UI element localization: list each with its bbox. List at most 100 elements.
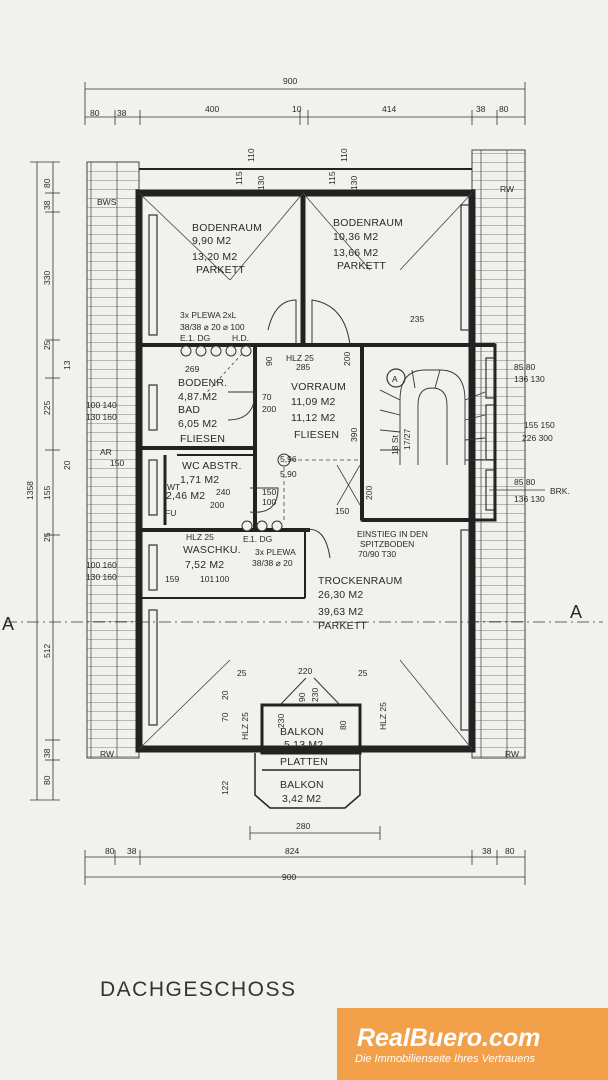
misc-labels: 3x PLEWA 2xL 38/38 ⌀ 20 ⌀ 100 E.1. DG H.… [165, 310, 424, 795]
win-left-2: 130 160 [86, 412, 117, 422]
balcony-outline [254, 703, 362, 809]
win-right-5: 85 80 [514, 477, 536, 487]
svg-text:10,36 M2: 10,36 M2 [333, 231, 378, 243]
room-wc-abstr: WC ABSTR. 1,71 M2 2,46 M2 [166, 460, 242, 502]
misc-240: 240 [216, 487, 230, 497]
misc-150: 150 [335, 506, 349, 516]
label-rw-bottom: RW [505, 749, 519, 759]
misc-e: E. [243, 534, 251, 544]
roof-left [86, 161, 140, 759]
dim-left-80a: 80 [42, 178, 52, 188]
svg-text:FLIESEN: FLIESEN [180, 433, 225, 445]
stair [379, 368, 486, 465]
room-waschku: HLZ 25 WASCHKU. 7,52 M2 [183, 532, 241, 571]
label-rw-top: RW [500, 184, 514, 194]
win-left-1: 100 140 [86, 400, 117, 410]
svg-text:VORRAUM: VORRAUM [291, 381, 346, 393]
svg-text:9,90 M2: 9,90 M2 [192, 235, 231, 247]
room-balkon: BALKON 3,42 M2 [280, 779, 324, 805]
misc-159: 159 [165, 574, 179, 584]
misc-200d: 200 [210, 500, 224, 510]
misc-plewa-dim: 38/38 ⌀ 20 ⌀ 100 [180, 322, 245, 332]
dim-top-38-left: 38 [117, 108, 127, 118]
section-mark-left: A [2, 614, 14, 634]
svg-text:PARKETT: PARKETT [318, 620, 367, 632]
dim-left-13: 13 [62, 360, 72, 370]
misc-25b: 25 [358, 668, 368, 678]
windows-right [460, 204, 495, 731]
svg-text:4,87 M2: 4,87 M2 [178, 391, 217, 403]
dim-top-414: 414 [382, 104, 396, 114]
misc-plewa: 3x PLEWA 2xL [180, 310, 237, 320]
svg-text:PLATTEN: PLATTEN [280, 756, 328, 768]
dim-balcony-280: 280 [296, 821, 310, 831]
misc-70a: 70 [262, 392, 272, 402]
win-right-1: 85 80 [514, 362, 536, 372]
svg-text:26,30 M2: 26,30 M2 [318, 589, 363, 601]
label-einstieg: EINSTIEG IN DEN SPITZBODEN 70/90 T30 [357, 529, 428, 559]
win-right-4: 226 300 [522, 433, 553, 443]
svg-text:WC ABSTR.: WC ABSTR. [182, 460, 242, 472]
misc-70b: 70 [220, 712, 230, 722]
win-left-3: 100 160 [86, 560, 117, 570]
misc-285: 285 [296, 362, 310, 372]
misc-220: 220 [298, 666, 312, 676]
dim-h-110a: 110 [246, 148, 256, 162]
svg-text:BALKON: BALKON [280, 779, 324, 791]
svg-text:PARKETT: PARKETT [196, 264, 245, 276]
svg-text:BALKON: BALKON [280, 726, 324, 738]
dim-bottom-inner: 824 [285, 846, 299, 856]
svg-text:6,05 M2: 6,05 M2 [178, 418, 217, 430]
win-right-3: 155 150 [524, 420, 555, 430]
misc-235: 235 [410, 314, 424, 324]
svg-text:5,13 M2: 5,13 M2 [284, 739, 323, 751]
win-left-ar: AR [100, 447, 112, 457]
svg-text:11,12 M2: 11,12 M2 [291, 412, 336, 424]
misc-80: 80 [338, 720, 348, 730]
dim-left-total: 1358 [25, 481, 35, 500]
misc-hd: H.D. [232, 333, 249, 343]
misc-200c: 200 [364, 486, 374, 500]
brand-tagline: Die Immobilienseite Ihres Vertrauens [355, 1053, 535, 1065]
svg-text:3,42 M2: 3,42 M2 [282, 793, 321, 805]
misc-390: 390 [349, 428, 359, 442]
win-right-6: 136 130 [514, 494, 545, 504]
walls [135, 168, 497, 753]
label-bws: BWS [97, 197, 117, 207]
misc-101: 101 [200, 574, 214, 584]
dim-h-115b: 115 [327, 171, 337, 185]
svg-text:BODENR.: BODENR. [178, 377, 227, 389]
dim-left-20: 20 [62, 460, 72, 470]
brand-banner[interactable]: RealBuero.com Die Immobilienseite Ihres … [337, 1008, 608, 1080]
svg-text:70/90 T30: 70/90 T30 [358, 549, 396, 559]
windows-left [148, 214, 158, 726]
dim-h-110b: 110 [339, 148, 349, 162]
room-labels: BODENRAUM 9,90 M2 13,20 M2 PARKETT BODEN… [166, 217, 428, 805]
svg-text:BAD: BAD [178, 404, 200, 416]
misc-90b: 90 [297, 692, 307, 702]
roof-lines [138, 192, 473, 750]
dim-left-512: 512 [42, 644, 52, 658]
dim-left-38b: 38 [42, 748, 52, 758]
svg-text:BODENRAUM: BODENRAUM [333, 217, 403, 229]
dim-top-80-right: 80 [499, 104, 509, 114]
label-rw-left: RW [100, 749, 114, 759]
dimension-lines [5, 82, 603, 885]
dim-left-25: 25 [42, 340, 52, 350]
dim-bottom-38-left: 38 [127, 846, 137, 856]
misc-plewa2: 3x PLEWA [255, 547, 296, 557]
room-bodenraum-right: BODENRAUM 10,36 M2 13,66 M2 PARKETT [333, 217, 403, 272]
misc-150b: 150 [262, 487, 276, 497]
misc-hlz25c: HLZ 25 [378, 702, 388, 730]
room-boden-bad: BODENR. 4,87 M2 BAD 6,05 M2 FLIESEN [178, 377, 227, 445]
svg-text:BODENRAUM: BODENRAUM [192, 222, 262, 234]
misc-596: 5,96 [280, 454, 297, 464]
svg-text:2,46 M2: 2,46 M2 [166, 490, 205, 502]
plan-title: DACHGESCHOSS [100, 978, 297, 1001]
svg-text:HLZ 25: HLZ 25 [186, 532, 214, 542]
misc-hlz25b: HLZ 25 [240, 712, 250, 740]
dim-left-25b: 25 [42, 532, 52, 542]
room-balkon-platten: BALKON 5,13 M2 PLATTEN [280, 726, 328, 768]
dim-h-130b: 130 [349, 176, 359, 190]
